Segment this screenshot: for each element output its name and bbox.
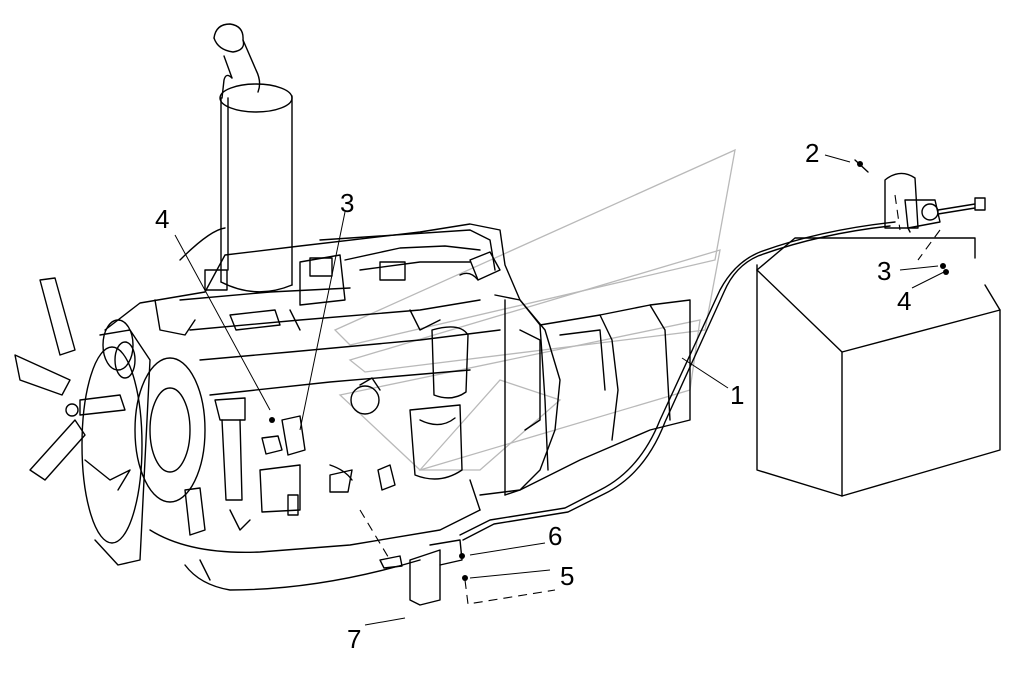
callout-4-left: 4 (155, 204, 169, 234)
throttle-cable (459, 221, 896, 541)
exhaust-muffler (213, 23, 293, 293)
watermark-logo (333, 148, 736, 471)
callout-3-right: 3 (877, 256, 891, 286)
callout-1: 1 (730, 380, 744, 410)
callout-6: 6 (548, 521, 562, 551)
leader-lines (174, 154, 945, 626)
callout-4-right: 4 (897, 286, 911, 316)
callout-3-top: 3 (340, 188, 354, 218)
callout-5: 5 (560, 561, 574, 591)
governor-bracket (261, 415, 556, 606)
engine-block (104, 223, 561, 591)
throttle-handle-bracket (854, 159, 986, 275)
fan-assembly (14, 277, 206, 566)
callout-7: 7 (347, 624, 361, 654)
callout-2: 2 (805, 138, 819, 168)
flywheel-housing (494, 294, 691, 496)
fuel-tank (756, 237, 1001, 497)
